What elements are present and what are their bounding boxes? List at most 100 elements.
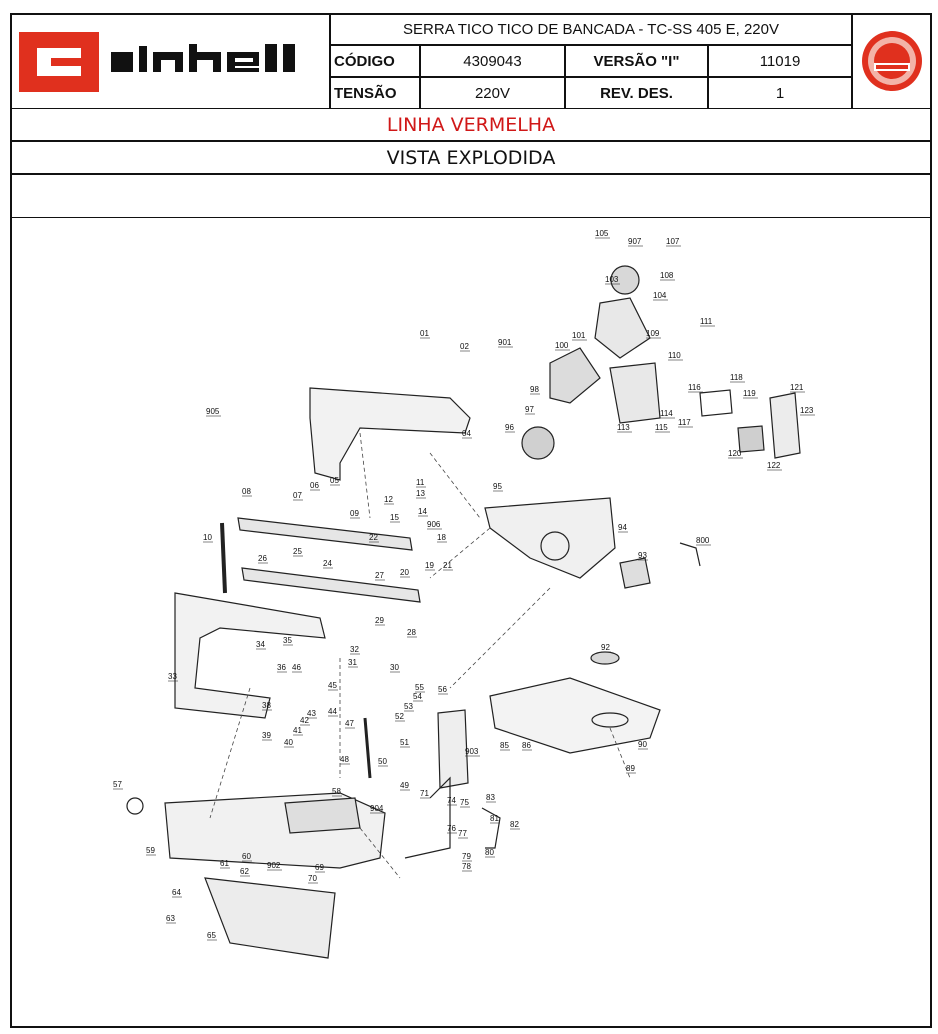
part-label-108: 108 xyxy=(660,271,674,280)
part-label-11: 11 xyxy=(416,478,425,487)
part-label-69: 69 xyxy=(315,863,324,872)
part-label-46: 46 xyxy=(292,663,301,672)
part-label-98: 98 xyxy=(530,385,539,394)
line-banner: LINHA VERMELHA xyxy=(10,108,932,141)
part-label-50: 50 xyxy=(378,757,387,766)
svg-text:Einhell: Einhell xyxy=(171,103,175,105)
part-label-47: 47 xyxy=(345,719,354,728)
part-label-113: 113 xyxy=(617,423,630,432)
part-label-20: 20 xyxy=(400,568,409,577)
part-label-906: 906 xyxy=(427,520,441,529)
part-label-53: 53 xyxy=(404,702,413,711)
part-label-59: 59 xyxy=(146,846,155,855)
part-label-80: 80 xyxy=(485,848,494,857)
part-label-06: 06 xyxy=(310,481,319,490)
part-label-09: 09 xyxy=(350,509,359,518)
part-label-86: 86 xyxy=(522,741,531,750)
part-label-26: 26 xyxy=(258,554,267,563)
part-label-119: 119 xyxy=(743,389,756,398)
part-label-64: 64 xyxy=(172,888,181,897)
part-label-123: 123 xyxy=(800,406,814,415)
part-label-904: 904 xyxy=(370,804,384,813)
brand-logo: Einhell xyxy=(10,13,330,109)
tensao-label: TENSÃO xyxy=(330,77,420,109)
part-label-118: 118 xyxy=(730,373,743,382)
part-label-90: 90 xyxy=(638,740,647,749)
part-label-117: 117 xyxy=(678,418,691,427)
part-label-122: 122 xyxy=(767,461,781,470)
part-label-63: 63 xyxy=(166,914,175,923)
part-label-70: 70 xyxy=(308,874,317,883)
part-label-97: 97 xyxy=(525,405,534,414)
part-label-31: 31 xyxy=(348,658,357,667)
part-label-56: 56 xyxy=(438,685,447,694)
part-label-103: 103 xyxy=(605,275,619,284)
part-label-61: 61 xyxy=(220,859,229,868)
part-label-93: 93 xyxy=(638,551,647,560)
part-label-105: 105 xyxy=(595,229,609,238)
part-label-107: 107 xyxy=(666,237,680,246)
spacer-row xyxy=(10,174,932,218)
rev-label: REV. DES. xyxy=(565,77,708,109)
part-label-111: 111 xyxy=(700,317,713,326)
part-label-32: 32 xyxy=(350,645,359,654)
part-label-30: 30 xyxy=(390,663,399,672)
part-label-08: 08 xyxy=(242,487,251,496)
part-label-18: 18 xyxy=(437,533,446,542)
part-label-13: 13 xyxy=(416,489,425,498)
einhell-logo-icon: Einhell xyxy=(19,32,295,105)
part-label-27: 27 xyxy=(375,571,384,580)
part-label-85: 85 xyxy=(500,741,509,750)
part-label-52: 52 xyxy=(395,712,404,721)
part-label-02: 02 xyxy=(460,342,469,351)
part-label-96: 96 xyxy=(505,423,514,432)
part-label-54: 54 xyxy=(413,692,422,701)
part-label-95: 95 xyxy=(493,482,502,491)
part-label-81: 81 xyxy=(490,814,499,823)
part-label-07: 07 xyxy=(293,491,302,500)
part-label-89: 89 xyxy=(626,764,635,773)
part-label-905: 905 xyxy=(206,407,220,416)
part-label-21: 21 xyxy=(443,561,452,570)
part-label-57: 57 xyxy=(113,780,122,789)
part-label-109: 109 xyxy=(646,329,660,338)
part-label-800: 800 xyxy=(696,536,710,545)
part-label-29: 29 xyxy=(375,616,384,625)
part-label-104: 104 xyxy=(653,291,667,300)
part-label-79: 79 xyxy=(462,852,471,861)
part-label-94: 94 xyxy=(618,523,627,532)
versao-label: VERSÃO "I" xyxy=(565,45,708,77)
part-label-15: 15 xyxy=(390,513,399,522)
part-label-39: 39 xyxy=(262,731,271,740)
part-label-62: 62 xyxy=(240,867,249,876)
part-label-901: 901 xyxy=(498,338,512,347)
service-seal xyxy=(852,13,932,109)
part-label-19: 19 xyxy=(425,561,434,570)
part-label-75: 75 xyxy=(460,798,469,807)
part-label-40: 40 xyxy=(284,738,293,747)
part-label-92: 92 xyxy=(601,643,610,652)
part-label-51: 51 xyxy=(400,738,409,747)
codigo-label: CÓDIGO xyxy=(330,45,420,77)
part-label-41: 41 xyxy=(293,726,302,735)
part-label-100: 100 xyxy=(555,341,569,350)
part-label-22: 22 xyxy=(369,533,378,542)
part-label-25: 25 xyxy=(293,547,302,556)
part-label-44: 44 xyxy=(328,707,337,716)
part-label-38: 38 xyxy=(262,701,271,710)
exploded-view-diagram: 0102040506070809101112131415181920212224… xyxy=(113,229,815,959)
part-label-902: 902 xyxy=(267,861,281,870)
part-label-78: 78 xyxy=(462,862,471,871)
part-label-101: 101 xyxy=(572,331,586,340)
part-label-121: 121 xyxy=(790,383,804,392)
part-label-120: 120 xyxy=(728,449,742,458)
part-label-05: 05 xyxy=(330,476,339,485)
part-label-28: 28 xyxy=(407,628,416,637)
part-label-114: 114 xyxy=(660,409,673,418)
part-label-24: 24 xyxy=(323,559,332,568)
part-label-36: 36 xyxy=(277,663,286,672)
page-frame xyxy=(10,13,932,1028)
part-label-76: 76 xyxy=(447,824,456,833)
part-label-907: 907 xyxy=(628,237,642,246)
